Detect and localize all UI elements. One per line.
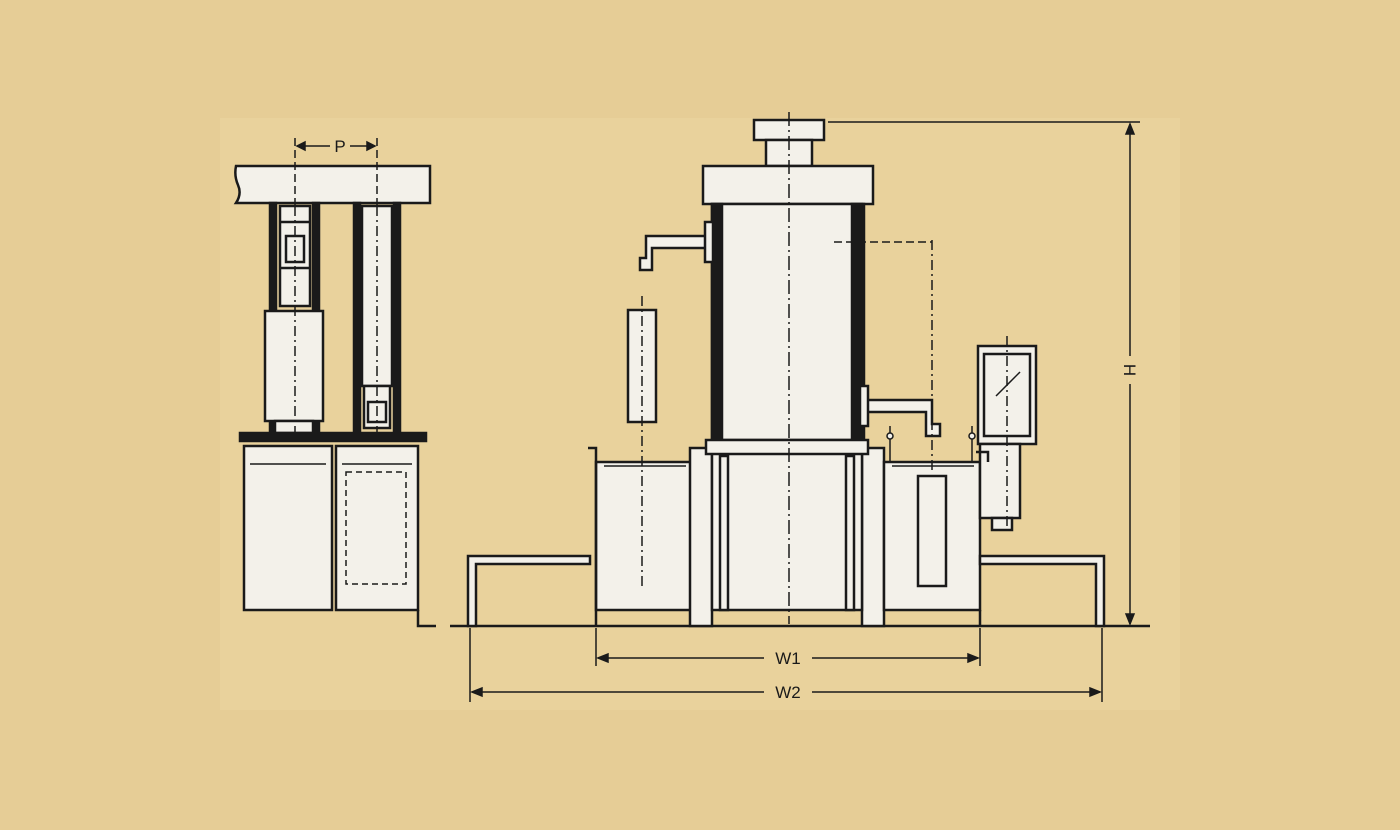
top-beam [233, 164, 432, 205]
width-outer-dimension [469, 628, 1103, 702]
right-column-post-a [352, 201, 362, 437]
furnace-stand [710, 450, 864, 612]
furnace-base-ring [704, 438, 870, 456]
left-tank [242, 444, 334, 612]
right-tank-window [345, 471, 407, 585]
base-plate [238, 431, 428, 443]
thermometer-left [886, 426, 894, 462]
front-left-tank [594, 460, 694, 612]
left-leg [688, 446, 714, 628]
width-inner-dimension [595, 628, 981, 666]
upper-outlet-pipe [638, 234, 714, 272]
thermometer-right [968, 426, 976, 462]
right-immersion-sample [916, 474, 948, 588]
right-column-post-b [392, 201, 402, 437]
left-cylinder [263, 309, 325, 423]
control-unit-body [978, 442, 1022, 520]
furnace-body [710, 202, 866, 442]
right-leg [860, 446, 886, 628]
furnace-top [701, 164, 875, 206]
right-tank [334, 444, 420, 612]
left-rail [466, 554, 592, 628]
front-elevation-view [450, 118, 1150, 628]
height-label: H [1120, 364, 1139, 376]
pitch-dimension [294, 138, 378, 436]
floor-step [416, 610, 436, 628]
height-dimension [828, 121, 1140, 627]
pitch-label: P [334, 137, 345, 156]
width-outer-label: W2 [775, 683, 801, 702]
width-inner-label: W1 [775, 649, 801, 668]
right-rail [978, 554, 1106, 628]
